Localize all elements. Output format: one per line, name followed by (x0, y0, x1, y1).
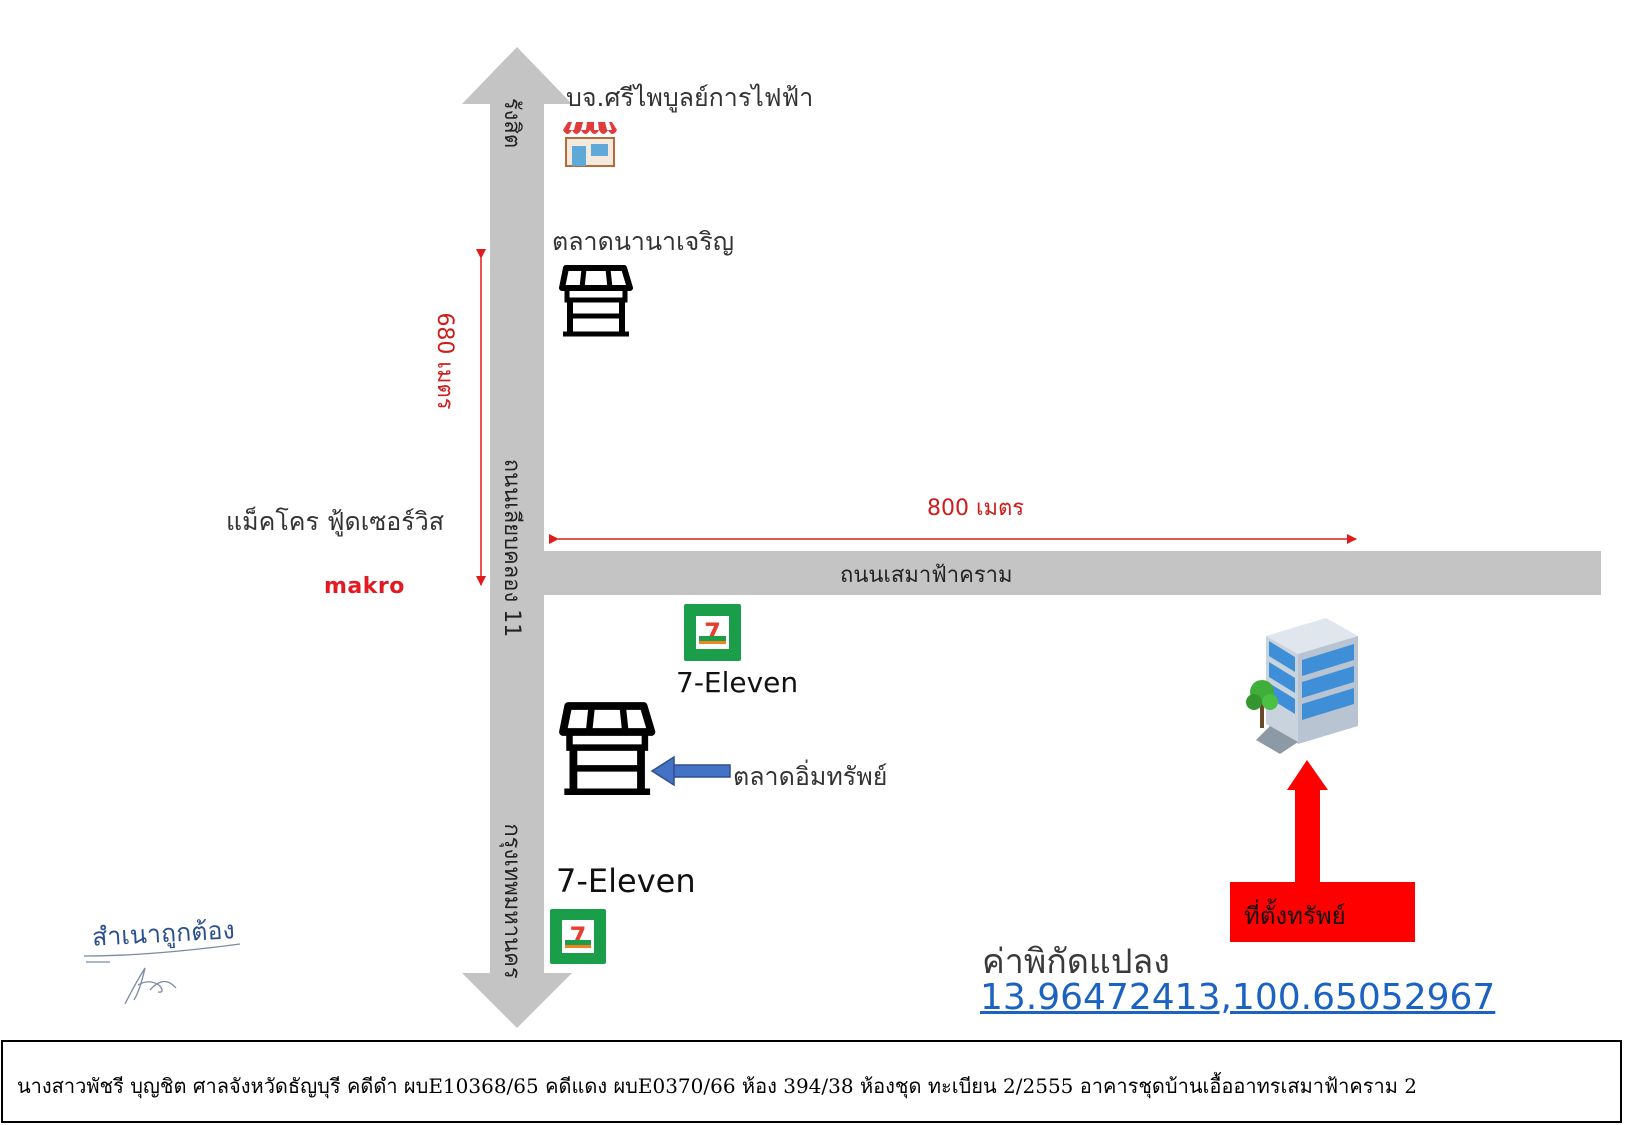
footer-info-text: นางสาวพัชรี บุญชิต ศาลจังหวัดธัญบุรี คดี… (17, 1074, 1417, 1098)
seven-eleven-bottom-label: 7-Eleven (556, 862, 696, 900)
coordinates-link[interactable]: 13.96472413,100.65052967 (980, 977, 1496, 1018)
electric-shop-label: บจ.ศรีไพบูลย์การไฟฟ้า (566, 83, 814, 112)
road-label-liap-khlong-11: ถนนเลียบคลอง 11 (499, 458, 524, 638)
footer-info-box: นางสาวพัชรี บุญชิต ศาลจังหวัดธัญบุรี คดี… (1, 1040, 1622, 1123)
road-label-rangsit: รังสิต (499, 97, 524, 149)
seven-eleven-top-label: 7-Eleven (676, 666, 799, 699)
seven-eleven-logo: 7 (684, 604, 741, 661)
vertical-distance-label: 680 เมตร (432, 312, 457, 410)
makro-label: แม็คโคร ฟู้ดเซอร์วิส (226, 507, 445, 536)
im-sap-market-label: ตลาดอิ่มทรัพย์ (733, 762, 888, 791)
road-label-sema-fa-khram: ถนนเสมาฟ้าคราม (840, 563, 1013, 588)
property-arrow (1287, 760, 1328, 884)
horizontal-distance-label: 800 เมตร (927, 496, 1025, 521)
property-label-box: ที่ตั้งทรัพย์ (1230, 882, 1415, 942)
coordinates-title: ค่าพิกัดแปลง (982, 942, 1170, 982)
signature (83, 943, 241, 1005)
left-arrow-icon (650, 755, 731, 787)
road-south-arrow (462, 973, 572, 1028)
road-north-arrow (462, 47, 572, 104)
nana-market-label: ตลาดนานาเจริญ (552, 227, 735, 256)
seven-eleven-logo: 7 (550, 909, 606, 964)
makro-logo: makro (324, 574, 405, 599)
storefront-icon (563, 122, 617, 167)
office-building-icon (1246, 618, 1358, 754)
property-label: ที่ตั้งทรัพย์ (1244, 902, 1346, 930)
market-stall-icon (559, 265, 633, 337)
certified-copy-stamp: สำเนาถูกต้อง (91, 915, 236, 952)
horizontal-road (544, 551, 1601, 595)
vertical-road (462, 47, 572, 1028)
road-label-bangkok: กรุงเทพมหานคร (499, 823, 524, 979)
market-stall-icon-large (559, 702, 656, 796)
